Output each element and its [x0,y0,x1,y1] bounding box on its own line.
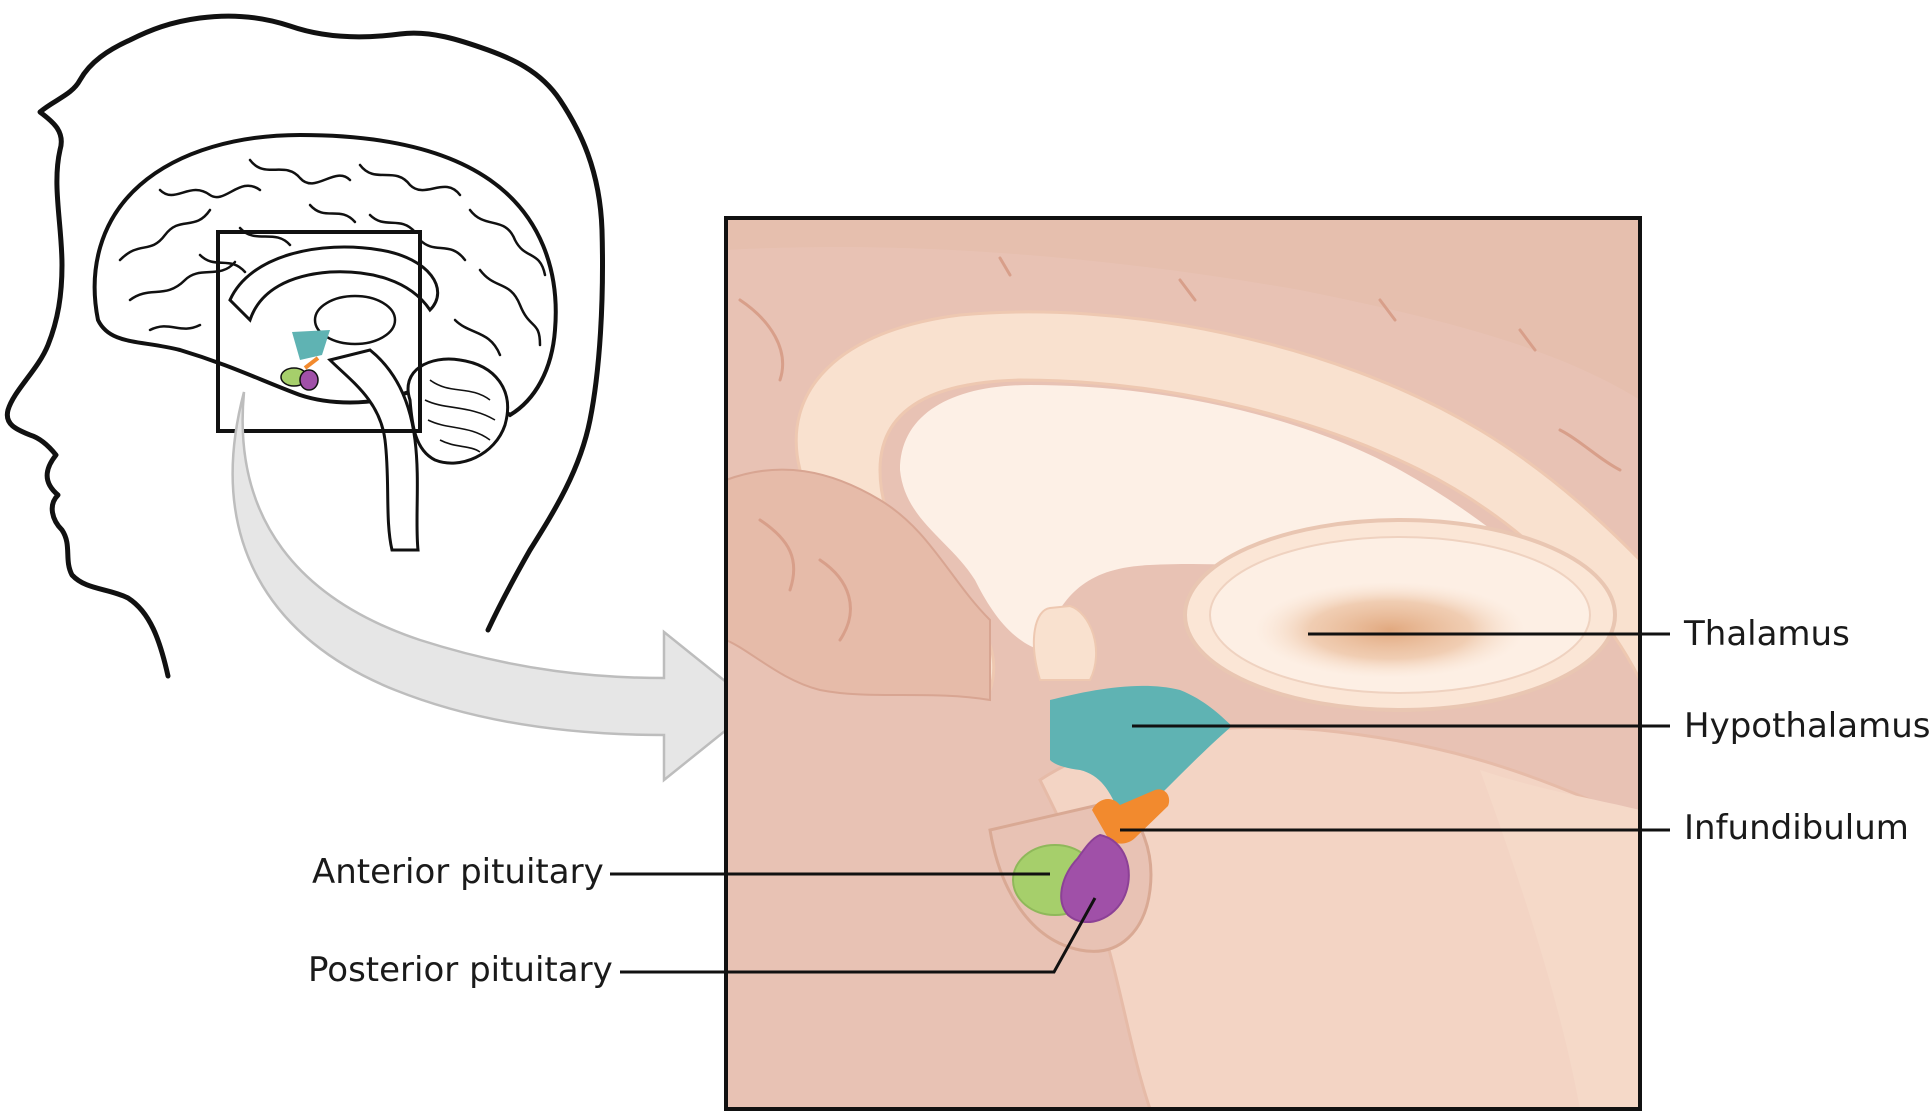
infundibulum-label: Infundibulum [1684,808,1909,848]
inset-detail [726,218,1640,1109]
anterior-pituitary-label: Anterior pituitary [312,852,604,892]
hypothalamus-shape [1050,685,1232,815]
posterior-pituitary-shape [1060,833,1130,924]
brain-sagittal-small [92,132,558,552]
hypothalamus-label: Hypothalamus [1684,706,1930,746]
thalamus-shape [1255,582,1525,678]
infundibulum-shape [1092,789,1170,844]
posterior-pituitary-leader [620,897,1097,974]
inset-box-large [724,216,1642,1111]
zoom-arrow [231,391,758,783]
posterior-pituitary-label: Posterior pituitary [308,950,613,990]
head-outline [4,13,605,679]
thalamus-label: Thalamus [1684,614,1850,654]
inset-box-small [216,230,422,433]
